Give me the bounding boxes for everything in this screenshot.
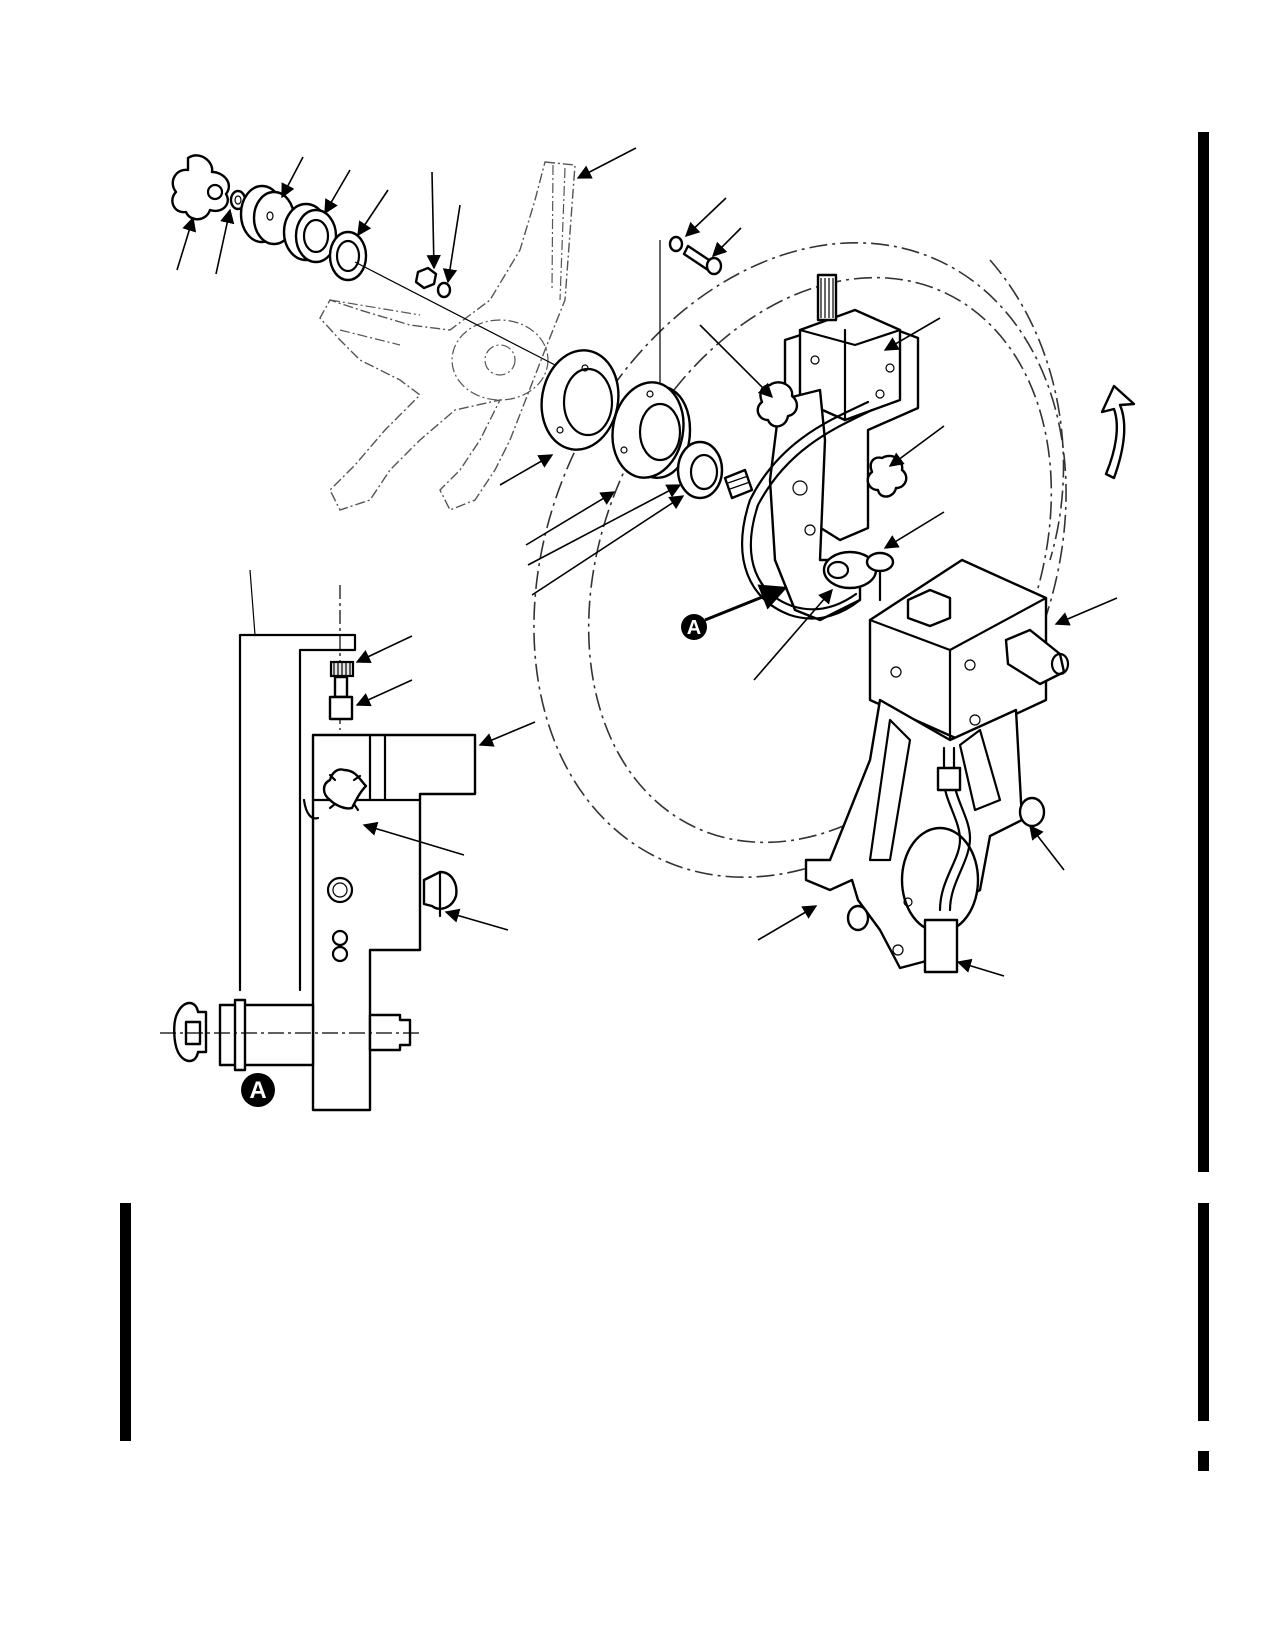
nut-and-washer: [414, 266, 452, 299]
change-bar-right-upper: [1198, 132, 1209, 1172]
callout-a-label: A: [687, 617, 701, 639]
flange-plate: [540, 349, 620, 451]
change-bar-left: [120, 1203, 131, 1441]
change-bar-right-lower: [1198, 1203, 1209, 1421]
bearing-cup-center: [676, 440, 724, 500]
knob-upper-left: [171, 154, 231, 221]
change-bar-right-small: [1198, 1451, 1209, 1471]
hose-line: [741, 400, 874, 620]
callout-a-inset-label: A: [249, 1077, 266, 1104]
wheel-hub-phantom: [319, 161, 576, 511]
curved-arrow-icon: [1100, 384, 1136, 480]
callout-a-inset: A: [241, 1073, 275, 1107]
hub-flange: [611, 381, 692, 480]
pin-and-washer-top: [668, 235, 723, 276]
bearing-upper-left: [282, 202, 338, 264]
small-knob-center: [865, 551, 895, 602]
seal-upper-left: [328, 230, 368, 282]
fitting-tube: [923, 746, 972, 974]
stand-frame: [804, 698, 1046, 970]
leader-lines-main: [176, 147, 1118, 977]
gear-box: [868, 558, 1070, 742]
detail-a-section-view: [160, 569, 477, 1112]
callout-a-main: A: [681, 584, 788, 640]
change-bars: [120, 132, 1209, 1471]
adjusting-knob-side: [866, 454, 908, 498]
shaft-stub: [723, 468, 754, 500]
hub-axis-line: [354, 261, 556, 366]
leader-lines-detail: [355, 635, 536, 931]
